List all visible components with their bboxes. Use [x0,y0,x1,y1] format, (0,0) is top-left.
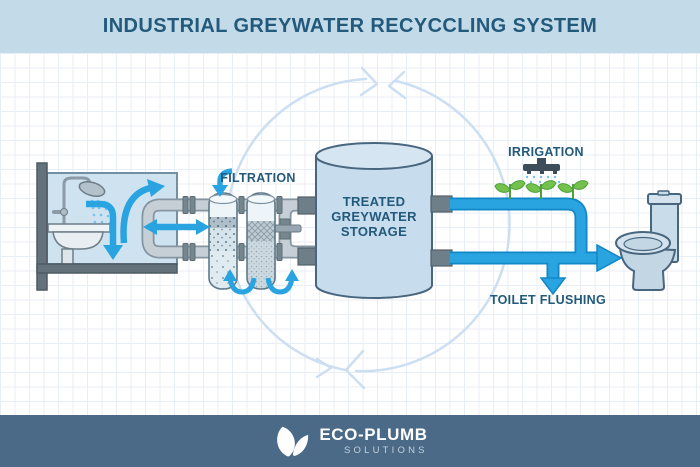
greywater-diagram: TREATED GREYWATER STORAGE [36,66,682,390]
recycle-arrowhead-bottom-ccw [344,349,366,390]
arrowhead-down [103,245,123,260]
tank-port [430,249,453,267]
tank-port [430,195,453,213]
arrowhead-toilet-flushing [539,277,567,296]
plant-icon [525,180,557,199]
arrowhead-to-toilet [596,243,623,273]
toilet-icon [615,190,682,291]
recycle-arrowhead-top-ccw [387,70,407,100]
treated-water-pipes [450,197,623,296]
recycle-arrowhead-bottom-cw [315,357,333,379]
arrowhead-down [212,185,228,197]
arrowhead-right [196,219,210,235]
brand-tagline: SOLUTIONS [343,444,428,456]
storage-tank-icon: TREATED GREYWATER STORAGE [297,142,453,299]
sprinkler-icon [523,158,560,174]
tank-label-line2: GREYWATER [331,209,417,224]
brand-name: ECO-PLUMB [319,425,428,445]
arrowhead-left [143,219,157,235]
flow-arrows [86,168,299,295]
tank-label-line3: STORAGE [341,224,407,239]
plant-icon [494,180,526,199]
irrigation-label: IRRIGATION [508,145,584,159]
header-bar: INDUSTRIAL GREYWATER RECYCCLING SYSTEM [0,0,700,53]
filter-cartridge-icon [247,193,275,289]
recycle-arrowhead-top-cw [359,66,379,97]
plant-icon [557,180,589,199]
filtration-label: FILTRATION [220,171,295,185]
irrigation-group [494,158,589,199]
arrowhead-up [285,269,299,281]
arrowhead-up [223,269,237,281]
footer-bar: ECO-PLUMB SOLUTIONS [0,415,700,467]
arrowhead-right [147,179,165,197]
page-title: INDUSTRIAL GREYWATER RECYCCLING SYSTEM [102,15,598,37]
toilet-flushing-label: TOILET FLUSHING [490,293,606,307]
tank-label-line1: TREATED [343,194,406,209]
diagram-canvas: TREATED GREYWATER STORAGE [0,53,700,415]
wall-bar [36,162,48,291]
leaf-logo-icon [277,426,309,457]
pipe-flanges [182,196,283,261]
floor-bar [36,263,178,274]
